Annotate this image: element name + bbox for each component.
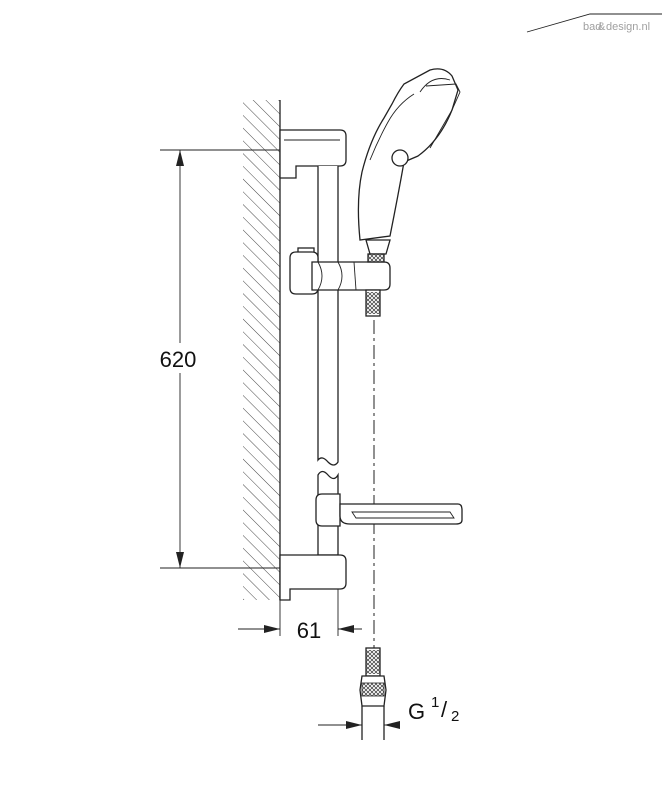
offset-dimension-label: 61 bbox=[297, 618, 321, 643]
offset-dimension: 61 bbox=[238, 589, 362, 643]
bottom-wall-bracket bbox=[279, 554, 347, 601]
height-dimension-label: 620 bbox=[160, 347, 197, 372]
logo-text-design: design.nl bbox=[606, 21, 650, 33]
thread-prefix: G bbox=[408, 699, 425, 724]
thread-fraction-slash: / bbox=[441, 697, 448, 722]
hose-connector bbox=[359, 647, 387, 740]
thread-dimension: G 1 / 2 bbox=[318, 694, 459, 729]
hand-shower bbox=[357, 68, 461, 263]
brand-logo: bad & design.nl bbox=[526, 13, 662, 33]
logo-text-bad: bad bbox=[583, 21, 601, 33]
logo-ampersand: & bbox=[598, 21, 606, 33]
thread-numerator: 1 bbox=[431, 694, 439, 711]
soap-dish bbox=[315, 493, 463, 527]
wall bbox=[243, 100, 281, 600]
slider-holder bbox=[289, 247, 391, 317]
thread-denominator: 2 bbox=[451, 708, 459, 725]
height-dimension: 620 bbox=[150, 149, 280, 569]
